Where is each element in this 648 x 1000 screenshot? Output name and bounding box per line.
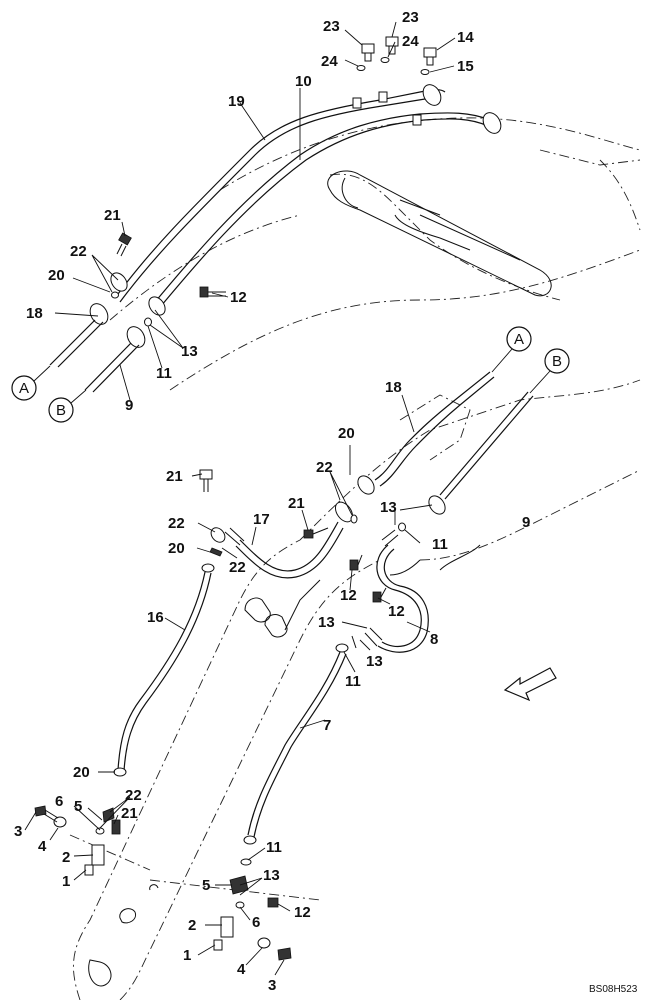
- svg-text:11: 11: [345, 673, 361, 690]
- svg-text:2: 2: [62, 849, 70, 866]
- svg-text:20: 20: [48, 267, 65, 284]
- bolt-21-mid-b: [303, 527, 329, 539]
- svg-text:12: 12: [230, 289, 247, 306]
- svg-text:1: 1: [183, 947, 191, 964]
- svg-text:20: 20: [168, 540, 185, 557]
- pipe-9-upper: [84, 326, 146, 393]
- marker-a-lower: A: [491, 326, 532, 373]
- svg-text:13: 13: [181, 343, 198, 360]
- hose-8: [364, 529, 429, 653]
- svg-text:12: 12: [294, 904, 311, 921]
- svg-text:B: B: [56, 402, 66, 419]
- svg-text:16: 16: [147, 609, 164, 626]
- svg-text:2: 2: [188, 917, 196, 934]
- svg-text:22: 22: [125, 787, 142, 804]
- pipe-18-lower: [357, 371, 495, 495]
- svg-text:3: 3: [14, 823, 22, 840]
- svg-text:13: 13: [263, 867, 280, 884]
- svg-text:22: 22: [316, 459, 333, 476]
- bolt-12-mid: [349, 554, 387, 603]
- svg-text:3: 3: [268, 977, 276, 994]
- svg-text:12: 12: [340, 587, 357, 604]
- washers-24-15: [356, 57, 430, 75]
- svg-text:7: 7: [323, 717, 331, 734]
- svg-text:6: 6: [252, 914, 260, 931]
- svg-text:23: 23: [323, 18, 340, 35]
- svg-text:5: 5: [74, 798, 82, 815]
- svg-text:4: 4: [38, 838, 47, 855]
- svg-text:15: 15: [457, 58, 474, 75]
- flange-top-1: [422, 84, 502, 134]
- svg-text:22: 22: [229, 559, 246, 576]
- oring-11-13-mid: [335, 635, 357, 653]
- svg-text:22: 22: [168, 515, 185, 532]
- fitting-lower-right: [213, 858, 292, 961]
- svg-text:20: 20: [338, 425, 355, 442]
- svg-text:19: 19: [228, 93, 245, 110]
- cylinder-outline: [327, 170, 552, 297]
- svg-text:8: 8: [430, 631, 438, 648]
- svg-text:B: B: [552, 353, 562, 370]
- svg-text:13: 13: [380, 499, 397, 516]
- svg-text:9: 9: [125, 397, 133, 414]
- svg-text:5: 5: [202, 877, 210, 894]
- svg-text:1: 1: [62, 873, 70, 890]
- svg-text:20: 20: [73, 764, 90, 781]
- bolt-23-right: [385, 36, 399, 55]
- fitting-lower-left: [34, 805, 121, 876]
- pipe-19: [114, 89, 446, 303]
- marker-a-upper: A: [11, 365, 51, 401]
- svg-text:21: 21: [104, 207, 121, 224]
- svg-text:A: A: [514, 331, 524, 348]
- callout-labels: 23 23 24 24 14 15 10 19 21 22 20 12 18 1…: [14, 9, 530, 994]
- svg-text:11: 11: [266, 839, 282, 856]
- flange-22-mid: [334, 501, 358, 524]
- svg-text:14: 14: [457, 29, 474, 46]
- bolt-23-left: [361, 43, 375, 62]
- bolt-21-upper: [116, 232, 132, 257]
- svg-text:18: 18: [385, 379, 402, 396]
- marker-b-lower: B: [529, 348, 570, 394]
- svg-text:21: 21: [166, 468, 183, 485]
- svg-text:9: 9: [522, 514, 530, 531]
- svg-text:11: 11: [156, 365, 172, 382]
- svg-text:22: 22: [70, 243, 87, 260]
- pipe-10: [149, 112, 491, 313]
- pipe-9-lower: [398, 391, 534, 532]
- svg-text:10: 10: [295, 73, 312, 90]
- pipe-16: [113, 563, 215, 777]
- bolt-14: [423, 47, 437, 66]
- svg-text:13: 13: [366, 653, 383, 670]
- svg-text:17: 17: [253, 511, 270, 528]
- svg-text:24: 24: [321, 53, 338, 70]
- svg-text:6: 6: [55, 793, 63, 810]
- drawing-code: BS08H523: [589, 984, 638, 995]
- svg-text:21: 21: [121, 805, 138, 822]
- svg-text:13: 13: [318, 614, 335, 631]
- svg-text:11: 11: [432, 536, 448, 553]
- svg-text:24: 24: [402, 33, 419, 50]
- svg-text:A: A: [19, 380, 29, 397]
- leader-lines: [24, 21, 456, 976]
- svg-text:23: 23: [402, 9, 419, 26]
- svg-text:18: 18: [26, 305, 43, 322]
- svg-text:21: 21: [288, 495, 305, 512]
- bolt-21-mid-a: [199, 469, 213, 492]
- marker-b-upper: B: [48, 389, 87, 423]
- svg-text:4: 4: [237, 961, 246, 978]
- pipe-7: [243, 651, 347, 845]
- pipe-clamps-top: [352, 91, 422, 126]
- pipe-18-upper: [49, 303, 109, 368]
- svg-text:12: 12: [388, 603, 405, 620]
- hose-17: [224, 521, 344, 579]
- flange-upper-left: [110, 272, 166, 327]
- arrow-icon: [503, 667, 557, 702]
